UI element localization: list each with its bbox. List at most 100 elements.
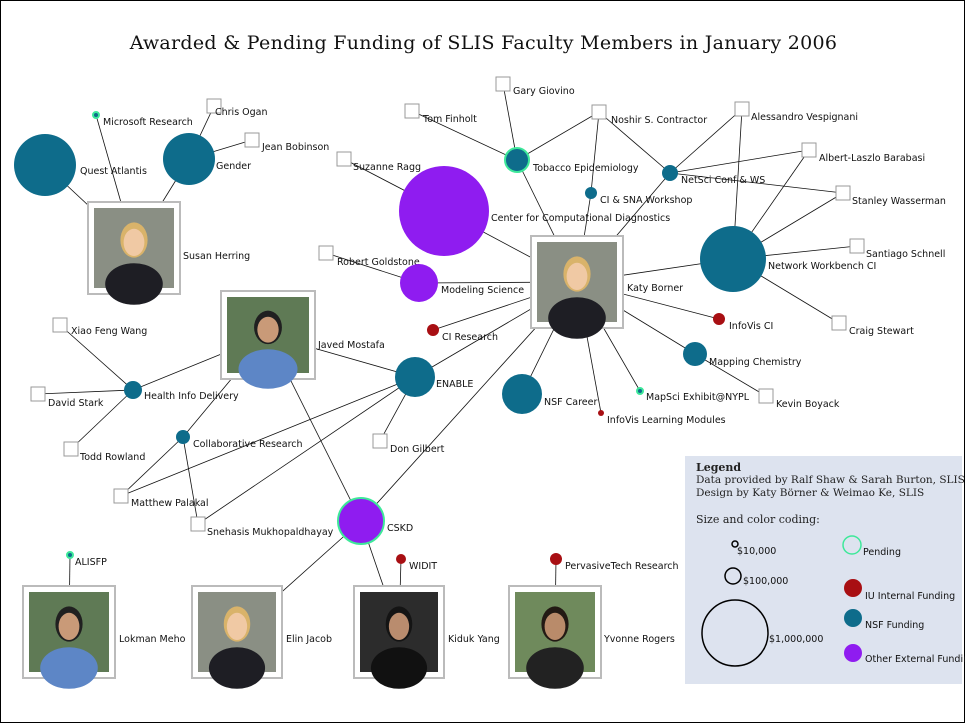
project-label-tobacco-epidemiology: Tobacco Epidemiology	[532, 163, 639, 174]
project-node-quest-atlantis	[14, 134, 76, 196]
faculty-label-elin-jacob: Elin Jacob	[286, 634, 332, 645]
project-node-mapping-chemistry	[683, 342, 707, 366]
project-node-infovis-learning-modules	[598, 410, 604, 416]
legend-size-1m-label: $1,000,000	[769, 634, 824, 645]
edge-albert-laszlo-barabasi-to-netsci-conf-ws	[669, 149, 810, 174]
edge-stanley-wasserman-to-netsci-conf-ws	[669, 172, 844, 194]
edge-alessandro-vespignani-to-netsci-conf-ws	[669, 108, 743, 174]
faculty-node-susan-herring: Susan Herring	[87, 201, 250, 305]
faculty-label-lokman-meho: Lokman Meho	[119, 634, 186, 645]
project-label-alisfp: ALISFP	[75, 557, 107, 568]
project-node-tobacco-epidemiology	[504, 147, 530, 173]
collaborator-label-tom-finholt: Tom Finholt	[422, 114, 477, 125]
project-label-mapsci-exhibit-nypl: MapSci Exhibit@NYPL	[646, 392, 750, 403]
project-label-widit: WIDIT	[409, 561, 437, 572]
faculty-label-yvonne-rogers: Yvonne Rogers	[603, 634, 675, 645]
portrait-woman-blonde-icon	[94, 208, 174, 305]
collaborator-box-craig-stewart	[831, 315, 847, 331]
legend-swatches	[701, 535, 862, 667]
project-node-widit	[396, 554, 406, 564]
project-node-mapsci-exhibit-nypl	[636, 387, 644, 395]
collaborator-box-david-stark	[30, 386, 46, 402]
project-node-modeling-science	[400, 264, 438, 302]
legend-title: Legend	[696, 461, 742, 474]
legend-other-external-label: Other External Funding	[865, 654, 965, 665]
edge-noshir-s-contractor-to-tobacco-epidemiology	[516, 111, 600, 161]
edge-matthew-palakal-to-collaborative-research	[120, 436, 184, 497]
faculty-node-katy-borner: Katy Borner	[530, 235, 683, 339]
collaborator-label-albert-laszlo-barabasi: Albert-Laszlo Barabasi	[819, 153, 925, 164]
project-node-cskd	[337, 497, 385, 545]
collaborator-label-suzanne-ragg: Suzanne Ragg	[353, 162, 421, 173]
edge-david-stark-to-health-info-delivery	[37, 389, 134, 395]
legend-size-10k-label: $10,000	[737, 546, 777, 557]
legend-subtitle: Size and color coding:	[696, 513, 820, 526]
legend-size-100k-circle	[724, 567, 742, 585]
collaborator-box-alessandro-vespignani	[734, 101, 750, 117]
legend-size-1m-circle	[701, 599, 769, 667]
project-node-nsf-career	[502, 374, 542, 414]
faculty-node-lokman-meho: Lokman Meho	[22, 585, 186, 689]
collaborator-label-gary-giovino: Gary Giovino	[513, 86, 575, 97]
legend-credit-data: Data provided by Ralf Shaw & Sarah Burto…	[696, 474, 965, 486]
legend-nsf-label: NSF Funding	[865, 620, 925, 631]
collaborator-label-snehasis-mukhopaldhayay: Snehasis Mukhopaldhayay	[207, 527, 334, 538]
project-label-health-info-delivery: Health Info Delivery	[144, 391, 239, 402]
collaborator-box-todd-rowland	[63, 441, 79, 457]
collaborator-label-santiago-schnell: Santiago Schnell	[866, 249, 945, 260]
collaborator-box-tom-finholt	[404, 103, 420, 119]
legend-size-100k-label: $100,000	[743, 576, 789, 587]
edge-noshir-s-contractor-to-netsci-conf-ws	[598, 111, 671, 174]
collaborator-label-noshir-s-contractor: Noshir S. Contractor	[611, 115, 707, 126]
collaborator-box-matthew-palakal	[113, 488, 129, 504]
faculty-node-elin-jacob: Elin Jacob	[191, 585, 332, 689]
portrait-man-icon	[227, 297, 309, 389]
legend-pending-label: Pending	[863, 547, 901, 558]
portrait-man-dark-icon	[360, 592, 438, 689]
collaborator-label-craig-stewart: Craig Stewart	[849, 326, 914, 337]
collaborator-box-kevin-boyack	[758, 388, 774, 404]
collaborator-label-kevin-boyack: Kevin Boyack	[776, 399, 840, 410]
collaborator-box-noshir-s-contractor	[591, 104, 607, 120]
collaborator-label-david-stark: David Stark	[48, 398, 104, 409]
project-label-netsci-conf-ws: NetSci Conf & WS	[681, 175, 765, 186]
collaborator-box-suzanne-ragg	[336, 151, 352, 167]
collaborator-label-don-gilbert: Don Gilbert	[390, 444, 445, 455]
collaborator-label-matthew-palakal: Matthew Palakal	[131, 498, 209, 509]
portrait-woman-dark-icon	[515, 592, 595, 689]
project-label-quest-atlantis: Quest Atlantis	[80, 166, 147, 177]
collaborator-box-don-gilbert	[372, 433, 388, 449]
portrait-woman-blonde-icon	[537, 242, 617, 339]
edge-tom-finholt-to-tobacco-epidemiology	[411, 110, 518, 161]
project-label-infovis-learning-modules: InfoVis Learning Modules	[607, 415, 726, 426]
legend-iu-internal-label: IU Internal Funding	[865, 591, 956, 602]
collaborator-label-jean-bobinson: Jean Bobinson	[261, 142, 329, 153]
project-node-infovis-ci	[713, 313, 725, 325]
project-label-mapping-chemistry: Mapping Chemistry	[709, 357, 802, 368]
collaborator-box-jean-bobinson	[244, 132, 260, 148]
collaborator-box-snehasis-mukhopaldhayay	[190, 516, 206, 532]
collaborator-label-stanley-wasserman: Stanley Wasserman	[852, 196, 946, 207]
project-node-network-workbench-ci	[700, 226, 766, 292]
legend-iu-internal-swatch	[844, 579, 862, 597]
project-label-ci-sna-workshop: CI & SNA Workshop	[600, 195, 692, 206]
project-node-ci-research	[427, 324, 439, 336]
collaborator-label-chris-ogan: Chris Ogan	[215, 107, 268, 118]
project-node-collaborative-research	[176, 430, 190, 444]
collaborator-box-robert-goldstone	[318, 245, 334, 261]
project-label-pervasivetech-research: PervasiveTech Research	[565, 561, 679, 572]
project-node-gender	[163, 133, 215, 185]
portrait-woman-blonde-icon	[198, 592, 276, 689]
edge-todd-rowland-to-health-info-delivery	[70, 389, 134, 450]
project-label-ci-research: CI Research	[442, 332, 498, 343]
edge-snehasis-mukhopaldhayay-to-enable	[197, 376, 416, 525]
legend-credit-design: Design by Katy Börner & Weimao Ke, SLIS	[696, 487, 925, 499]
edge-noshir-s-contractor-to-ci-sna-workshop	[590, 111, 600, 194]
diagram-title: Awarded & Pending Funding of SLIS Facult…	[129, 32, 838, 54]
project-node-alisfp	[66, 551, 74, 559]
project-label-cskd: CSKD	[387, 523, 413, 534]
portrait-man-icon	[29, 592, 109, 689]
